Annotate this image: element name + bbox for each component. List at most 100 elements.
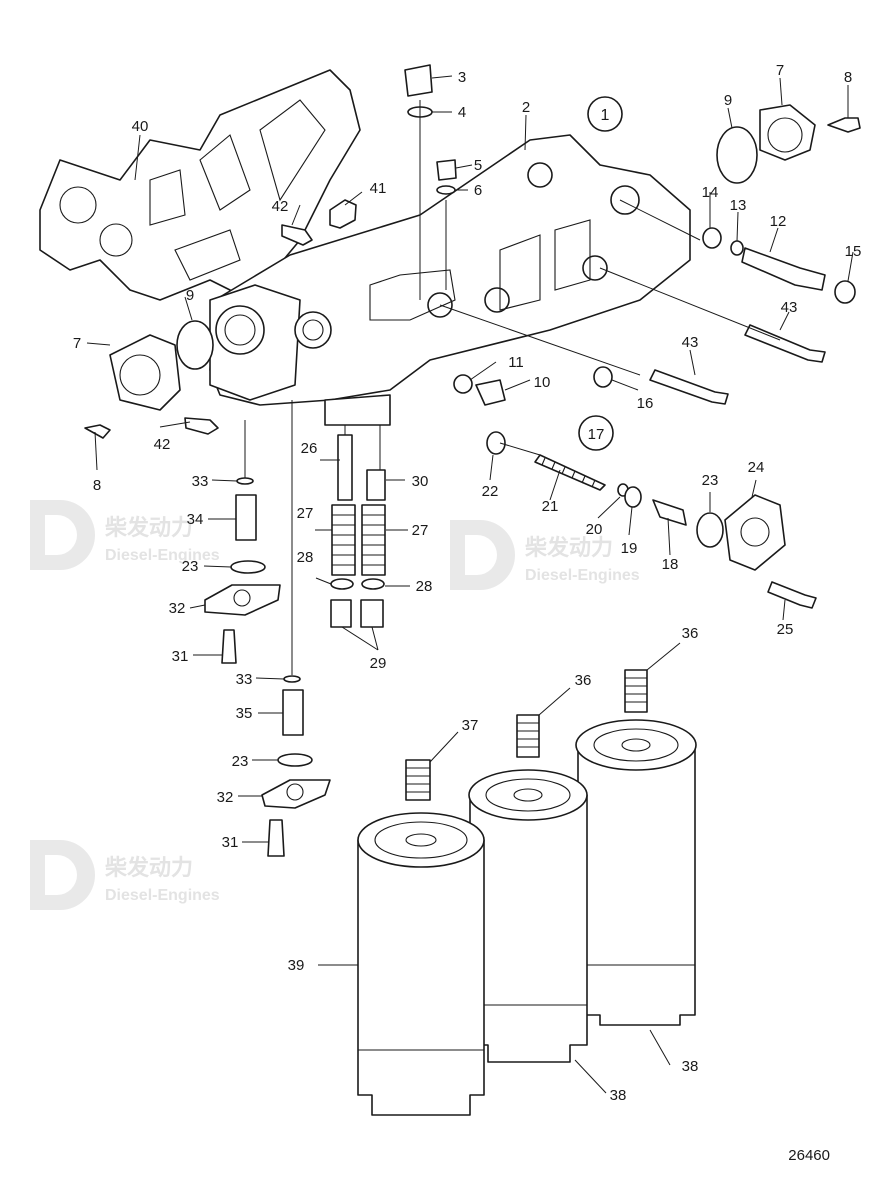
part-o-ring-9-left[interactable] xyxy=(176,320,214,370)
part-filter-right[interactable] xyxy=(575,719,697,1026)
part-bolt-42-top[interactable] xyxy=(281,224,313,246)
callout-7-top: 7 xyxy=(776,62,784,79)
callout-16: 16 xyxy=(637,395,654,412)
part-o-ring-33-lower[interactable] xyxy=(283,675,301,683)
part-flange-right[interactable] xyxy=(759,104,816,161)
callout-9-top: 9 xyxy=(724,92,732,109)
callout-2: 2 xyxy=(522,99,530,116)
callout-41: 41 xyxy=(370,180,387,197)
part-washer-13[interactable] xyxy=(730,240,744,256)
part-nipple-34[interactable] xyxy=(235,494,257,541)
callout-38-middle: 38 xyxy=(610,1087,627,1104)
callout-32-lower: 32 xyxy=(217,789,234,806)
callout-8-top: 8 xyxy=(844,69,852,86)
callout-43-upper: 43 xyxy=(781,299,798,316)
part-plug-29-left[interactable] xyxy=(330,599,352,628)
callout-43-lower: 43 xyxy=(682,334,699,351)
callout-12: 12 xyxy=(770,213,787,230)
part-valve-12[interactable] xyxy=(741,247,826,291)
part-cover-24[interactable] xyxy=(724,494,786,571)
part-oil-filter-housing[interactable] xyxy=(209,134,691,426)
callout-circled-1: 1 xyxy=(587,96,623,132)
callout-30: 30 xyxy=(412,473,429,490)
part-seal-28-left[interactable] xyxy=(330,578,354,590)
part-plug-3[interactable] xyxy=(404,64,433,97)
callout-29: 29 xyxy=(370,655,387,672)
drawing-number: 26460 xyxy=(788,1147,830,1164)
part-nipple-36-middle[interactable] xyxy=(516,714,540,758)
part-o-ring-23-lower[interactable] xyxy=(277,753,313,767)
part-nipple-36-right[interactable] xyxy=(624,669,648,713)
callout-42-bottom: 42 xyxy=(154,436,171,453)
part-o-ring-11[interactable] xyxy=(453,374,473,394)
callout-6: 6 xyxy=(474,182,482,199)
part-spring-21[interactable] xyxy=(534,454,606,491)
callout-circled-17: 17 xyxy=(578,415,614,451)
callout-18: 18 xyxy=(662,556,679,573)
part-filter-39[interactable] xyxy=(357,812,485,1116)
callout-25: 25 xyxy=(777,621,794,638)
callout-26: 26 xyxy=(301,440,318,457)
part-cover-32-upper[interactable] xyxy=(204,584,281,616)
part-o-ring-19[interactable] xyxy=(624,486,642,508)
callout-23-upper: 23 xyxy=(182,558,199,575)
callout-33-lower: 33 xyxy=(236,671,253,688)
callout-34: 34 xyxy=(187,511,204,528)
callout-31-upper: 31 xyxy=(172,648,189,665)
svg-text:1: 1 xyxy=(601,107,610,124)
part-plug-5[interactable] xyxy=(436,159,457,181)
part-piston-30[interactable] xyxy=(366,469,386,501)
callout-9-left: 9 xyxy=(186,287,194,304)
part-o-ring-23-right[interactable] xyxy=(696,512,724,548)
part-gasket[interactable] xyxy=(39,69,361,301)
part-bolt-42-bottom[interactable] xyxy=(184,417,219,435)
part-bolt-31-upper[interactable] xyxy=(221,629,237,664)
part-o-ring-23-upper[interactable] xyxy=(230,560,266,574)
part-o-ring-33-upper[interactable] xyxy=(236,477,254,485)
part-bolt-43-lower[interactable] xyxy=(649,369,729,405)
svg-text:Diesel-Engines: Diesel-Engines xyxy=(105,547,220,564)
part-washer-6[interactable] xyxy=(436,185,456,195)
part-bolt-31-lower[interactable] xyxy=(267,819,285,857)
part-nipple-35[interactable] xyxy=(282,689,304,736)
svg-text:17: 17 xyxy=(588,426,605,443)
callout-21: 21 xyxy=(542,498,559,515)
callout-23-lower: 23 xyxy=(232,753,249,770)
part-ring-14[interactable] xyxy=(702,227,722,249)
callout-5: 5 xyxy=(474,157,482,174)
callout-10: 10 xyxy=(534,374,551,391)
part-flange-left[interactable] xyxy=(109,334,181,411)
part-o-ring-9-top[interactable] xyxy=(716,126,758,184)
callout-4: 4 xyxy=(458,104,466,121)
callout-36-middle: 36 xyxy=(575,672,592,689)
part-spring-27-left[interactable] xyxy=(331,504,356,576)
part-piston-26[interactable] xyxy=(337,434,353,501)
part-bolt-25[interactable] xyxy=(767,581,817,609)
part-spring-27-right[interactable] xyxy=(361,504,386,576)
part-plug-15[interactable] xyxy=(834,280,856,304)
part-elbow-41[interactable] xyxy=(329,199,357,229)
callout-14: 14 xyxy=(702,184,719,201)
part-plug-10[interactable] xyxy=(475,379,506,406)
callout-13: 13 xyxy=(730,197,747,214)
callout-7-left: 7 xyxy=(73,335,81,352)
callout-labels: 2 3 4 5 6 7 7 8 8 9 9 10 11 12 13 14 15 … xyxy=(73,62,862,1104)
part-filter-middle[interactable] xyxy=(468,769,588,1063)
svg-text:柴发动力: 柴发动力 xyxy=(524,535,613,560)
part-seal-28-right[interactable] xyxy=(361,578,385,590)
callout-38-right: 38 xyxy=(682,1058,699,1075)
callout-31-lower: 31 xyxy=(222,834,239,851)
callout-8-left: 8 xyxy=(93,477,101,494)
part-plug-18[interactable] xyxy=(652,499,687,526)
part-nipple-37[interactable] xyxy=(405,759,431,801)
part-plug-29-right[interactable] xyxy=(360,599,384,628)
svg-text:柴发动力: 柴发动力 xyxy=(104,855,193,880)
part-seal-16[interactable] xyxy=(593,366,613,388)
part-bolt-8-top[interactable] xyxy=(827,117,861,133)
part-bolt-8-left[interactable] xyxy=(84,424,111,439)
callout-33-upper: 33 xyxy=(192,473,209,490)
callout-23-right: 23 xyxy=(702,472,719,489)
part-valve-piston-22[interactable] xyxy=(486,431,506,455)
svg-text:Diesel-Engines: Diesel-Engines xyxy=(525,567,640,584)
part-cover-32-lower[interactable] xyxy=(261,779,331,809)
